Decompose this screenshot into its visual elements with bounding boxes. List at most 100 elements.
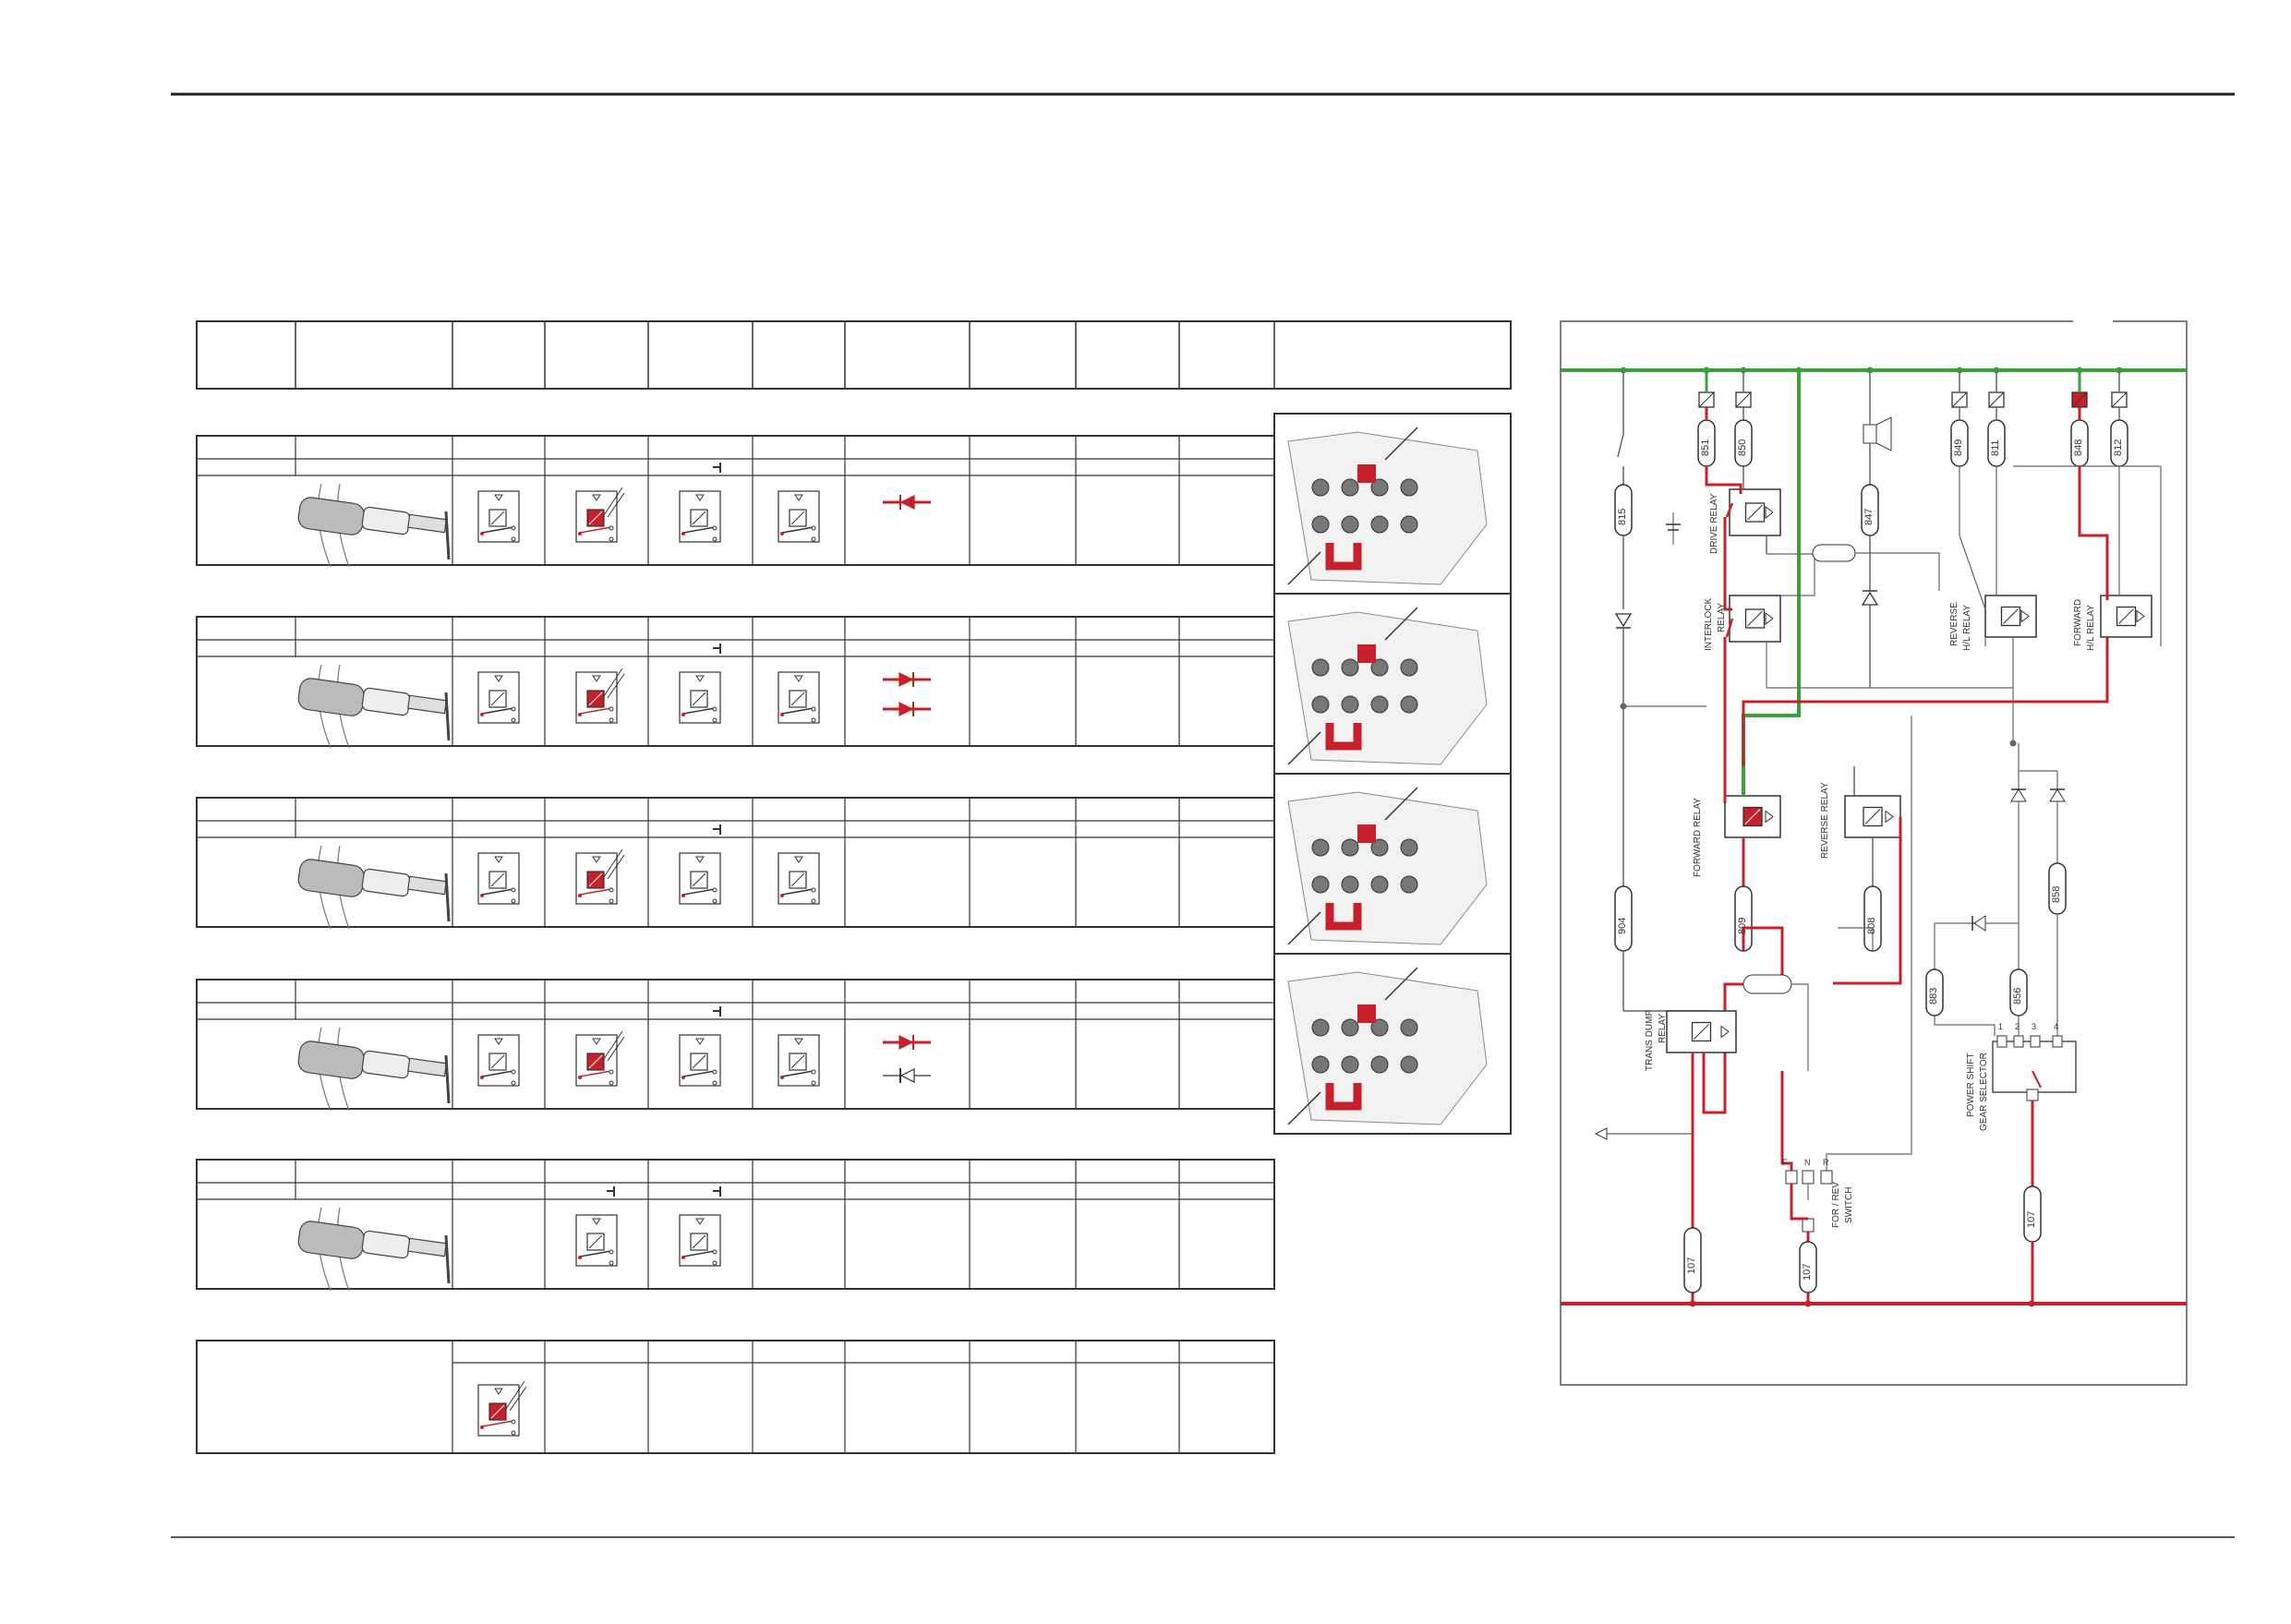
row-frame (196, 979, 1275, 1110)
switch-position-label: R (1823, 1158, 1829, 1167)
joystick-shaft (361, 687, 411, 716)
wire-label-811: 811 (1990, 439, 2001, 456)
arrow-line (603, 668, 623, 697)
joystick-grip (297, 1221, 365, 1259)
arrow-line (603, 487, 623, 516)
relay-contact (511, 898, 516, 904)
key-row-frame (196, 1340, 1275, 1454)
active-wire (1742, 926, 1784, 983)
coil-slash (588, 511, 603, 525)
relay-diode (592, 675, 601, 682)
relay-contact (712, 717, 717, 723)
relay-contact (681, 532, 685, 535)
junction-dot (1804, 1300, 1812, 1307)
arrow-line (509, 1386, 527, 1412)
joystick-plate (444, 511, 451, 560)
relay-switch (579, 1250, 612, 1257)
arrow-line (607, 673, 625, 699)
relay-switch (579, 526, 612, 534)
relay-contact (480, 532, 484, 535)
valve-bolt (1341, 695, 1359, 714)
pointer-arrow (1287, 551, 1321, 585)
relay-diode (494, 1038, 503, 1045)
wire-label-904: 904 (1617, 917, 1628, 934)
arrow-line (505, 1380, 525, 1410)
relay-contact (681, 713, 685, 716)
relay-switch (481, 707, 514, 715)
relay-contact (511, 525, 516, 531)
coil-slash (588, 872, 603, 887)
relay-outline (778, 1034, 820, 1087)
label-trans-dump-relay: TRANS DUMP (1645, 1009, 1655, 1071)
relay-contact (609, 536, 614, 542)
relay-contact (609, 1249, 614, 1255)
relay-outline (575, 1034, 618, 1087)
joystick-grip (297, 1041, 365, 1079)
active-port (1357, 644, 1376, 663)
drive-relay (1729, 488, 1781, 536)
relay-icon (477, 852, 520, 905)
relay-contact (511, 536, 516, 542)
coil-slash (1747, 610, 1763, 627)
wire-path (1934, 1016, 1996, 1036)
relay-outline (679, 1214, 721, 1267)
switch-position-label: N (1804, 1158, 1811, 1167)
relay-diode (2136, 609, 2145, 623)
valve-bolt (1370, 658, 1389, 677)
relay-contact (480, 894, 484, 897)
relay-contact (609, 717, 614, 723)
active-wire (1742, 637, 2109, 817)
relay-icon (679, 1214, 721, 1267)
active-port (1357, 824, 1376, 843)
coil-slash (2003, 608, 2019, 624)
valve-bolt (1341, 515, 1359, 534)
coil-slash (1744, 809, 1761, 824)
valve-photo-panels (1273, 413, 1512, 1135)
relay-icon-active (575, 487, 625, 543)
relay-switch (682, 888, 716, 896)
row-frame (196, 1159, 1275, 1290)
valve-bolt (1400, 1018, 1418, 1037)
valve-bolt (1370, 478, 1389, 497)
relay-diode (794, 494, 803, 501)
valve-body (1287, 971, 1488, 1125)
diode-symbol (883, 702, 931, 716)
valve-bolt (1400, 658, 1418, 677)
reverse-hl-relay (1984, 595, 2037, 638)
coil-slash (790, 692, 805, 706)
table-key-row (196, 1340, 1275, 1454)
active-solenoid (1325, 723, 1362, 751)
coil-slash (1694, 1024, 1709, 1040)
active-wire (1705, 466, 1742, 494)
junction-dot (1795, 367, 1803, 374)
relay-icon (477, 1034, 520, 1087)
relay-switch (579, 707, 612, 715)
wire-label-848: 848 (2073, 439, 2084, 456)
wire-path (1791, 983, 1809, 1071)
active-wire (1790, 1184, 1808, 1221)
relay-outline (575, 671, 618, 724)
valve-bolt (1311, 838, 1330, 857)
valve-bolt (1400, 695, 1418, 714)
relay-diode (794, 856, 803, 863)
relay-contact (712, 706, 717, 712)
coil-slash (790, 872, 805, 887)
relay-contact (811, 525, 816, 531)
relay-switch (682, 1070, 716, 1077)
pointer-arrow (1287, 1091, 1321, 1125)
pointer-arrow (1384, 967, 1418, 1001)
relay-contact (681, 894, 685, 897)
joystick-plate (444, 1234, 451, 1284)
joystick-grip (297, 859, 365, 897)
valve-bolt (1311, 1055, 1330, 1074)
arrow-line (607, 1036, 625, 1062)
arrow-line (603, 1030, 623, 1060)
relay-diode (494, 856, 503, 863)
coil-slash (790, 1054, 805, 1069)
label-for-rev-switch: FOR / REV (1831, 1181, 1841, 1228)
relay-icon (575, 1214, 618, 1267)
terminal-slash (1698, 391, 1715, 408)
joystick-grip (297, 497, 365, 535)
relay-diode (1885, 810, 1894, 824)
